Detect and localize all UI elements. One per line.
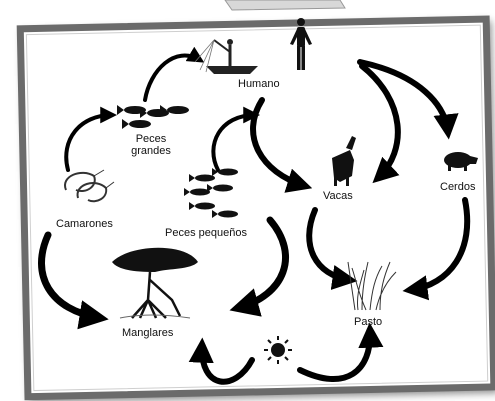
label-humano: Humano [238, 78, 280, 90]
arrow-peces-grandes-to-humano [143, 46, 205, 102]
label-manglares: Manglares [122, 327, 174, 339]
label-peces-pequenos: Peces pequeños [165, 227, 247, 239]
arrow-peces-pequenos-to-manglares [229, 216, 289, 317]
cow-icon [332, 136, 356, 186]
fishing-boat-icon [194, 39, 258, 74]
paper-tab [224, 0, 346, 11]
arrow-cerdos-to-pasto [402, 197, 471, 301]
label-pasto: Pasto [354, 316, 383, 328]
arrow-camarones-to-manglares [38, 231, 109, 330]
arrow-humano-to-vacas-2 [359, 63, 401, 184]
arrow-peces-pequenos-to-peces-grandes [211, 106, 261, 172]
label-camarones: Camarones [56, 218, 113, 230]
small-fish-icon [184, 168, 238, 218]
grass-icon [347, 261, 397, 311]
mangrove-tree-icon [112, 247, 198, 319]
arrow-sol-to-manglares [188, 337, 255, 385]
diagram-frame [16, 15, 495, 401]
big-fish-icon [117, 105, 189, 129]
arrow-sol-to-pasto [297, 322, 384, 382]
sun-icon [264, 336, 292, 364]
shrimp-icon [64, 169, 115, 203]
pig-icon [444, 152, 478, 171]
label-vacas: Vacas [323, 190, 353, 202]
arrow-camarones-to-peces-grandes [64, 106, 118, 172]
label-cerdos: Cerdos [440, 181, 476, 193]
human-icon [290, 18, 312, 70]
arrow-humano-to-cerdos [357, 59, 459, 140]
arrow-vacas-to-pasto [306, 207, 358, 290]
arrow-humano-to-vacas [250, 97, 313, 193]
label-peces-grandes: Peces grandes [131, 133, 171, 157]
